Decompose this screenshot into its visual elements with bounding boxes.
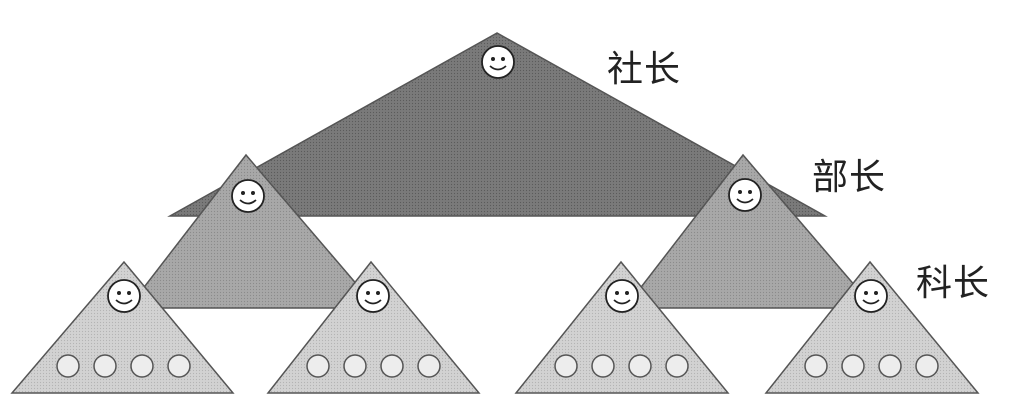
staff-circle-icon bbox=[591, 354, 615, 378]
staff-circle-icon bbox=[306, 354, 330, 378]
staff-group-2 bbox=[306, 354, 441, 378]
department-head-left-smiley-face-icon bbox=[231, 179, 265, 213]
staff-circle-icon bbox=[841, 354, 865, 378]
staff-group-1 bbox=[56, 354, 191, 378]
president-label: 社长 bbox=[607, 49, 682, 90]
staff-circle-icon bbox=[93, 354, 117, 378]
staff-circle-icon bbox=[380, 354, 404, 378]
section-head-4-smiley-face-icon bbox=[854, 279, 888, 313]
section-head-3-smiley-face-icon bbox=[605, 279, 639, 313]
staff-circle-icon bbox=[56, 354, 80, 378]
staff-circle-icon bbox=[628, 354, 652, 378]
staff-group-4 bbox=[804, 354, 939, 378]
staff-group-3 bbox=[554, 354, 689, 378]
staff-circle-icon bbox=[343, 354, 367, 378]
president-pyramid bbox=[167, 32, 828, 217]
staff-circle-icon bbox=[804, 354, 828, 378]
department-head-label: 部长 bbox=[812, 157, 887, 198]
section-head-label: 科长 bbox=[916, 263, 991, 304]
staff-circle-icon bbox=[665, 354, 689, 378]
section-head-2-smiley-face-icon bbox=[356, 279, 390, 313]
president-smiley-face-icon bbox=[481, 45, 515, 79]
staff-circle-icon bbox=[167, 354, 191, 378]
staff-circle-icon bbox=[915, 354, 939, 378]
staff-circle-icon bbox=[130, 354, 154, 378]
department-head-right-smiley-face-icon bbox=[728, 178, 762, 212]
department-pyramid-left bbox=[126, 153, 379, 309]
staff-circle-icon bbox=[554, 354, 578, 378]
staff-circle-icon bbox=[878, 354, 902, 378]
department-pyramid-right bbox=[623, 153, 876, 309]
section-head-1-smiley-face-icon bbox=[107, 279, 141, 313]
staff-circle-icon bbox=[417, 354, 441, 378]
